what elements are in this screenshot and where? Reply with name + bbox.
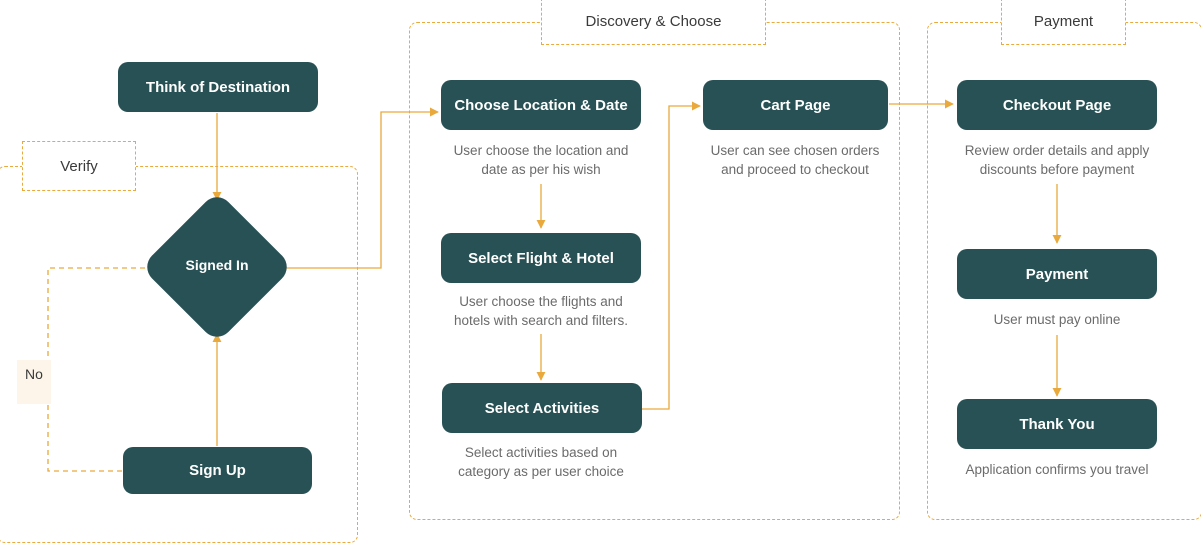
select-activities-node: Select Activities bbox=[442, 383, 642, 433]
desc-line: date as per his wish bbox=[481, 162, 601, 177]
checkout-page-node: Checkout Page bbox=[957, 80, 1157, 130]
choose-location-description: User choose the location and date as per… bbox=[421, 141, 661, 179]
verify-group-label: Verify bbox=[22, 141, 136, 191]
thank-you-description: Application confirms you travel bbox=[937, 460, 1177, 479]
thank-you-node: Thank You bbox=[957, 399, 1157, 449]
sign-up-node: Sign Up bbox=[123, 447, 312, 494]
desc-line: User must pay online bbox=[993, 312, 1121, 327]
desc-line: Select activities based on bbox=[464, 445, 618, 460]
desc-line: hotels with search and filters. bbox=[453, 313, 629, 328]
select-flight-description: User choose the flights and hotels with … bbox=[421, 292, 661, 330]
payment-group-label: Payment bbox=[1001, 0, 1126, 45]
desc-line: User choose the location and bbox=[453, 143, 629, 158]
select-flight-hotel-node: Select Flight & Hotel bbox=[441, 233, 641, 283]
desc-line: category as per user choice bbox=[458, 464, 624, 479]
discovery-group-label: Discovery & Choose bbox=[541, 0, 766, 45]
desc-line: Review order details and apply bbox=[964, 143, 1150, 158]
cart-description: User can see chosen orders and proceed t… bbox=[675, 141, 915, 179]
desc-line: and proceed to checkout bbox=[721, 162, 869, 177]
choose-location-node: Choose Location & Date bbox=[441, 80, 641, 130]
signed-in-label: Signed In bbox=[185, 257, 249, 273]
payment-node: Payment bbox=[957, 249, 1157, 299]
desc-line: User choose the flights and bbox=[459, 294, 623, 309]
no-edge-label: No bbox=[17, 360, 51, 404]
desc-line: Application confirms you travel bbox=[965, 462, 1149, 477]
desc-line: discounts before payment bbox=[979, 162, 1135, 177]
payment-description: User must pay online bbox=[937, 310, 1177, 329]
checkout-description: Review order details and apply discounts… bbox=[937, 141, 1177, 179]
cart-page-node: Cart Page bbox=[703, 80, 888, 130]
select-activities-description: Select activities based on category as p… bbox=[421, 443, 661, 481]
edge-activities-to-cart bbox=[642, 101, 701, 410]
think-of-destination-node: Think of Destination bbox=[118, 62, 318, 112]
desc-line: User can see chosen orders bbox=[710, 143, 880, 158]
